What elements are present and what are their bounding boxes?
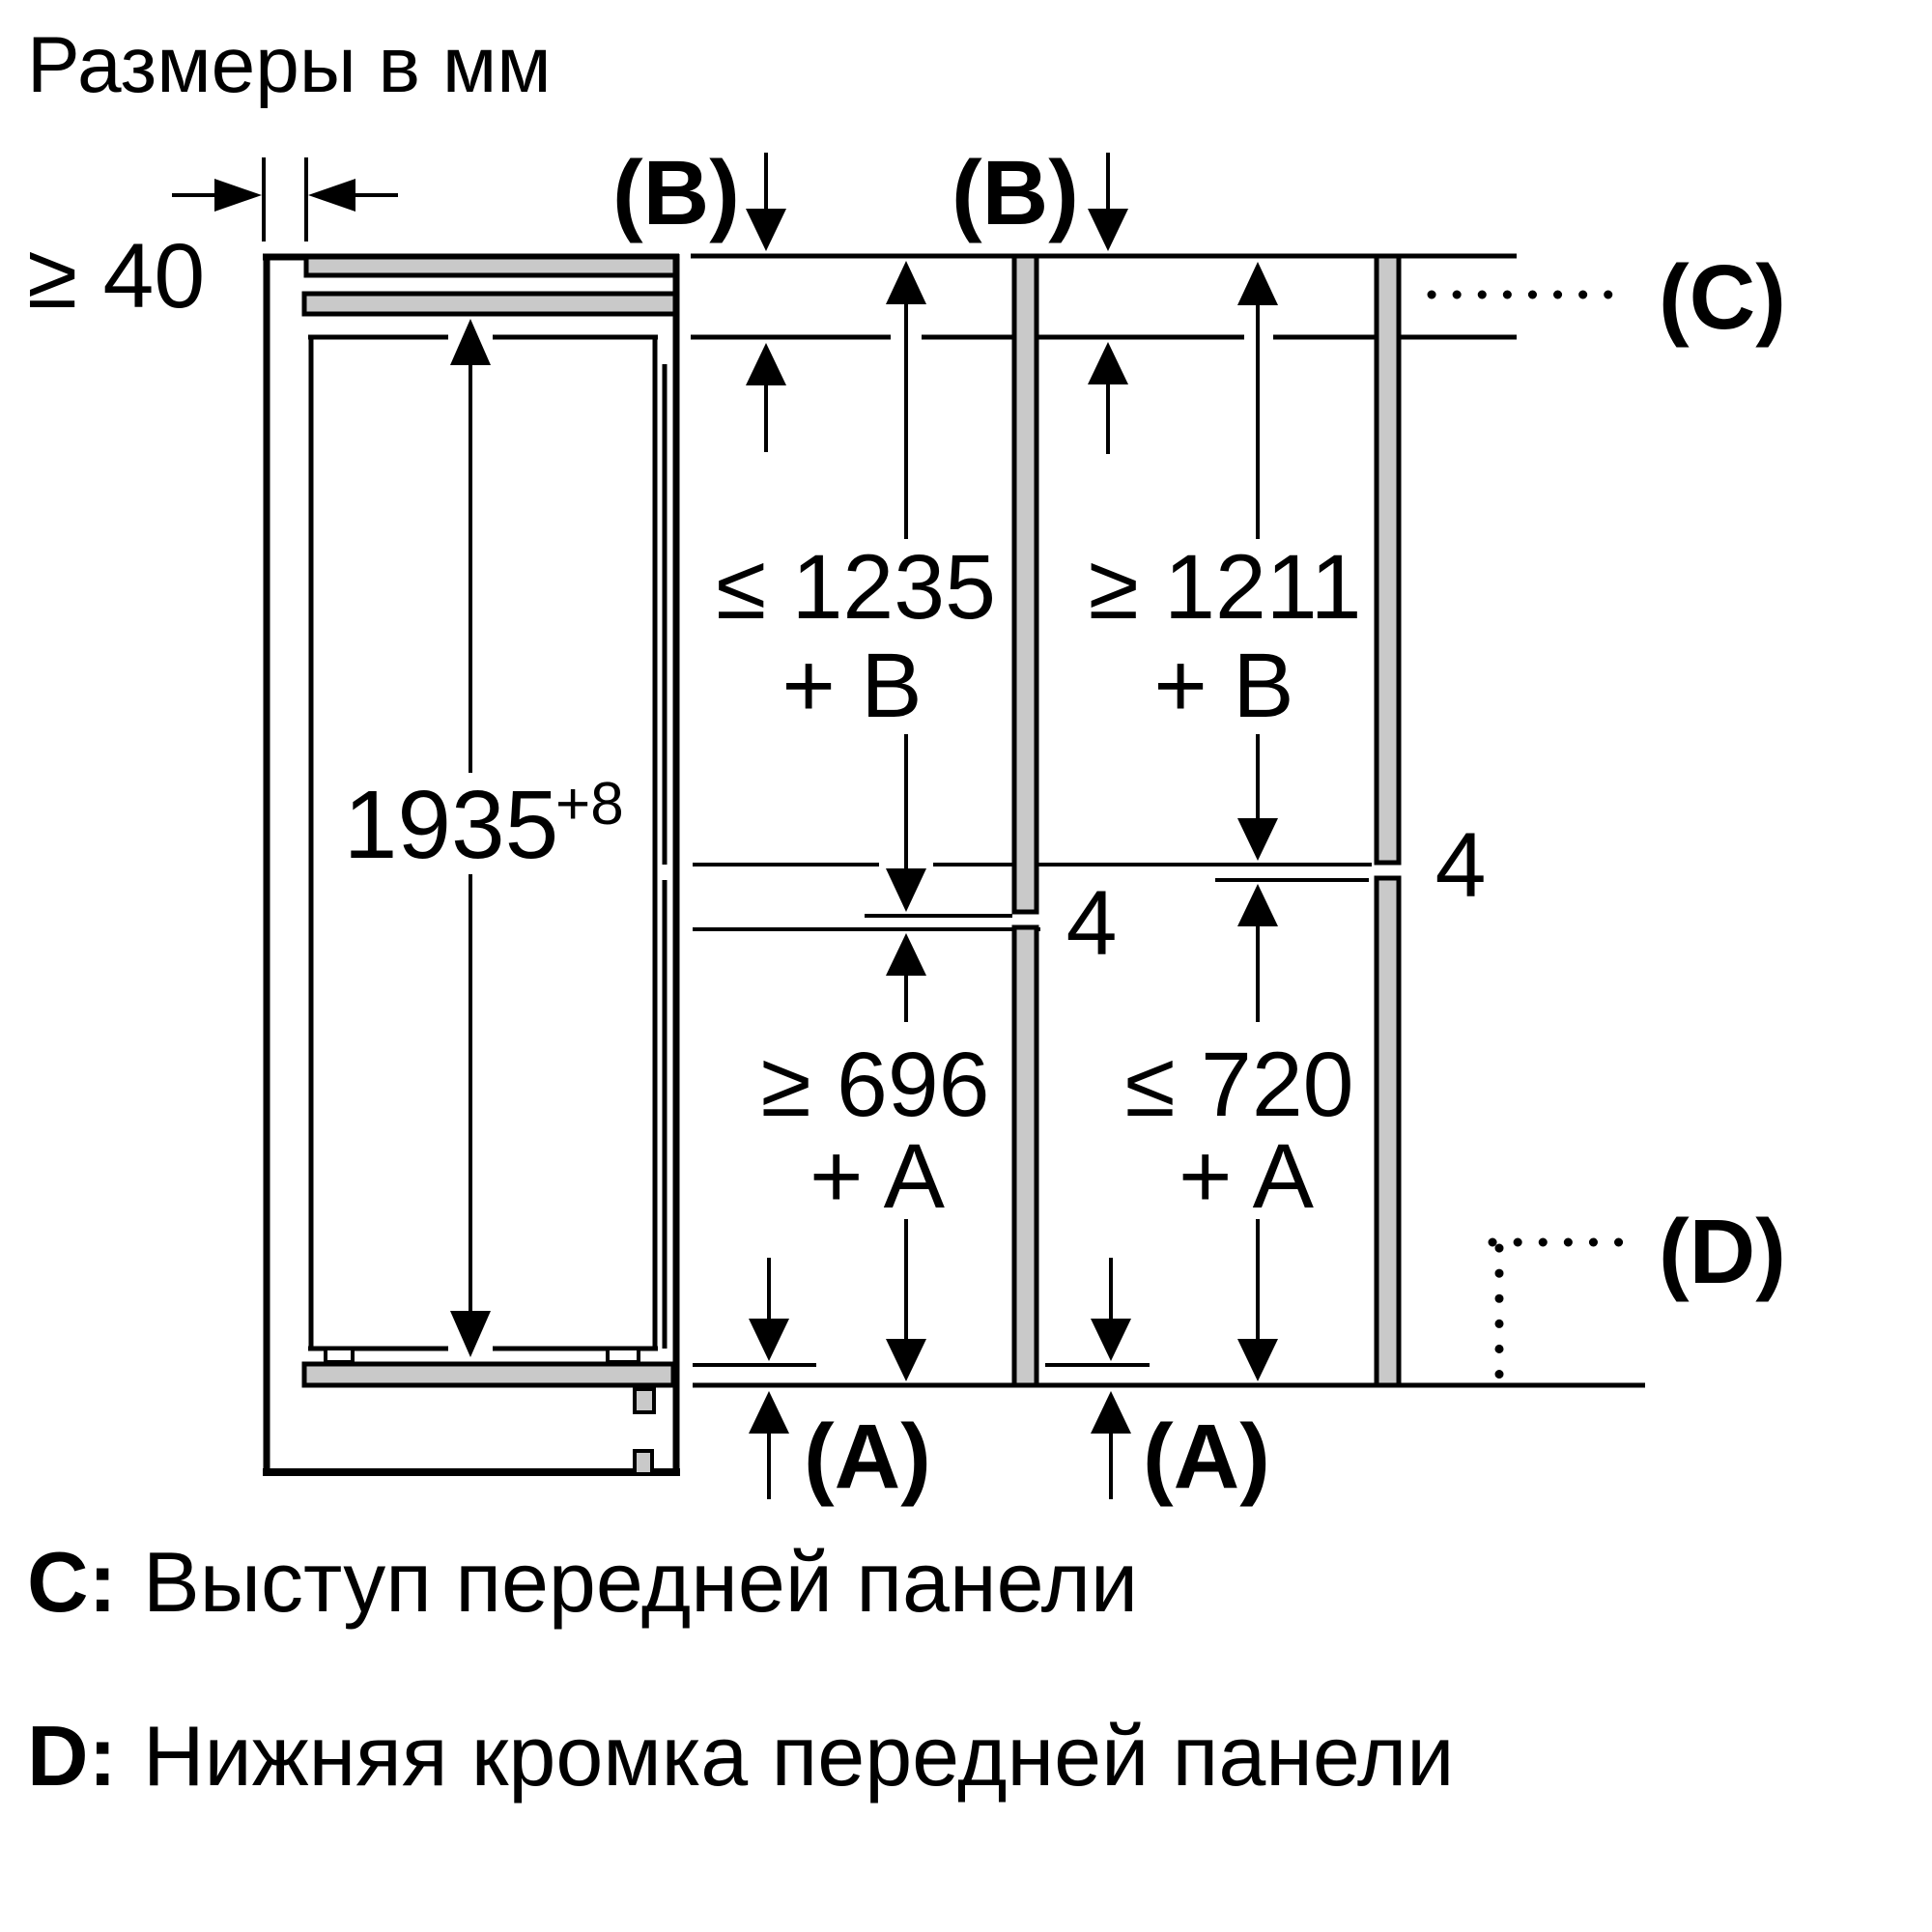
height-down-arrow-icon <box>450 1311 491 1357</box>
a-left-up-arrow-icon <box>749 1391 789 1434</box>
n1-down-arrow-icon <box>886 1339 926 1381</box>
legend: C: Выступ передней панели D: Нижняя кром… <box>27 1534 1454 1804</box>
legend-d-text: Нижняя кромка передней панели <box>143 1708 1454 1804</box>
top-panel-max-label: ≤ 1235 <box>716 536 996 639</box>
appliance-top-up-arrow-left-icon <box>746 343 786 385</box>
m1-up-arrow-icon <box>886 261 926 304</box>
b-right-down-arrow-icon <box>1088 209 1128 251</box>
legend-c-prefix: C: <box>27 1534 117 1630</box>
b-left-down-arrow-icon <box>746 209 786 251</box>
m1-down-arrow-icon <box>886 868 926 912</box>
appliance-foot-right <box>606 1347 640 1364</box>
bottom-panel-max-label: ≤ 720 <box>1124 1034 1353 1136</box>
lower-panel-dimension-right <box>1237 884 1278 1381</box>
m2-down-arrow-icon <box>1237 818 1278 861</box>
m2-up-arrow-icon <box>1237 262 1278 305</box>
top-overhang-arrows <box>746 153 1128 454</box>
cabinet-outline <box>263 253 680 1476</box>
cabinet-top-panel-strip-2 <box>301 291 678 317</box>
niche-height-dimension <box>450 319 491 1357</box>
legend-c-text: Выступ передней панели <box>143 1534 1138 1630</box>
front-panel-right-upper <box>1374 253 1402 866</box>
callout-lines <box>1427 290 1647 1384</box>
a-left-down-arrow-icon <box>749 1319 789 1361</box>
a-right-down-arrow-icon <box>1091 1319 1131 1361</box>
bottom-overhang-arrows-left <box>749 1258 789 1499</box>
height-up-arrow-icon <box>450 319 491 365</box>
appliance-foot-left <box>324 1347 355 1364</box>
panel-gap-right-label: 4 <box>1435 814 1487 917</box>
niche-height-label: 1935 <box>344 771 558 879</box>
legend-d-prefix: D: <box>27 1708 117 1804</box>
dim40-left-arrow-icon <box>308 179 355 212</box>
bottom-panel-max-suffix: + A <box>1179 1125 1315 1228</box>
label-d: (D) <box>1659 1201 1786 1303</box>
appliance-outline <box>301 334 676 1476</box>
front-panels <box>1011 253 1402 1388</box>
upper-panel-dimension-right <box>1237 262 1278 861</box>
wall-gap-label: ≥ 40 <box>27 225 205 327</box>
bottom-panel-min-label: ≥ 696 <box>760 1034 989 1136</box>
label-c: (C) <box>1659 246 1786 349</box>
n2-down-arrow-icon <box>1237 1339 1278 1381</box>
label-a-left: (A) <box>804 1406 931 1508</box>
front-panel-middle-upper <box>1011 253 1039 915</box>
label-b-left: (B) <box>612 142 740 244</box>
hinge-block-upper <box>633 1387 656 1414</box>
label-b-right: (B) <box>952 142 1079 244</box>
page-title: Размеры в мм <box>27 21 552 109</box>
panel-gap-middle-label: 4 <box>1066 872 1118 975</box>
dim40-right-arrow-icon <box>214 179 262 212</box>
hinge-block-lower <box>633 1449 654 1476</box>
bottom-overhang-arrows-right <box>1091 1258 1131 1499</box>
lower-panel-dimension-middle <box>886 933 926 1381</box>
bottom-panel-min-suffix: + A <box>810 1125 946 1228</box>
front-panel-middle-lower <box>1011 924 1039 1388</box>
top-panel-min-label: ≥ 1211 <box>1089 536 1362 639</box>
a-right-up-arrow-icon <box>1091 1391 1131 1434</box>
n2-up-arrow-icon <box>1237 884 1278 926</box>
wall-gap-dimension <box>172 157 398 242</box>
cabinet-top-panel-strip-1 <box>303 254 678 278</box>
top-panel-max-suffix: + B <box>781 635 922 737</box>
n1-up-arrow-icon <box>886 933 926 976</box>
cabinet-plinth-strip <box>301 1361 676 1388</box>
top-panel-min-suffix: + B <box>1153 635 1293 737</box>
reference-lines <box>691 253 1645 1388</box>
label-a-right: (A) <box>1143 1406 1270 1508</box>
appliance-top-up-arrow-right-icon <box>1088 342 1128 384</box>
upper-panel-dimension-middle <box>886 261 926 912</box>
niche-height-tolerance: +8 <box>555 771 624 838</box>
front-panel-right-lower <box>1374 875 1402 1388</box>
